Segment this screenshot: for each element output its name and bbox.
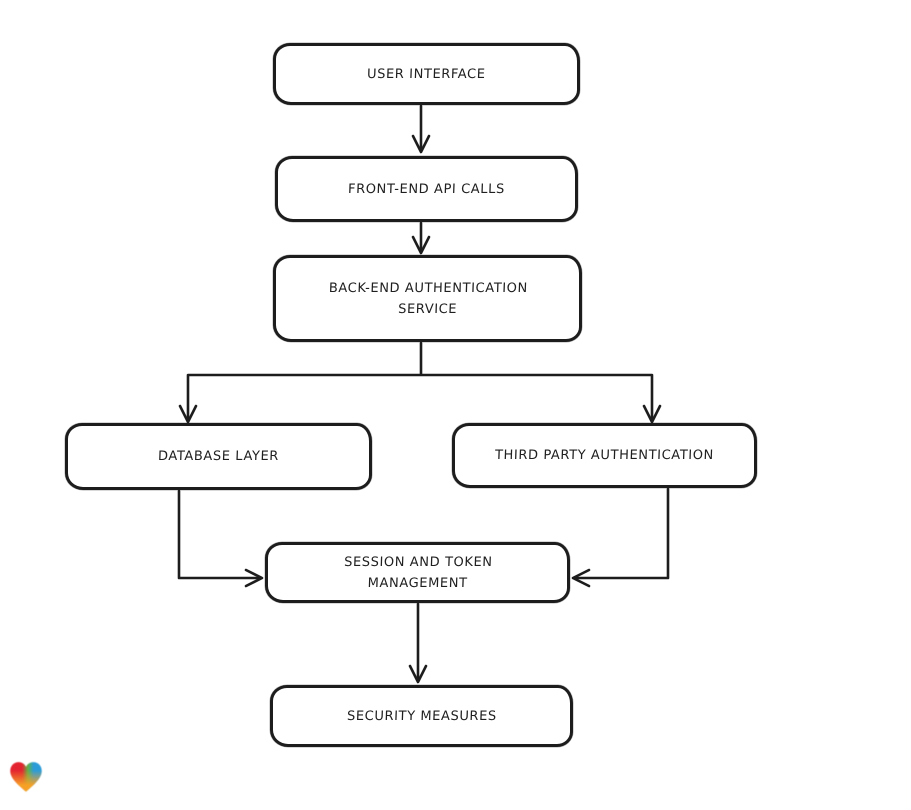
edge-front-end-to-back-end — [413, 223, 429, 253]
edge-session-to-security — [410, 604, 426, 682]
edge-third-party-to-session — [573, 489, 668, 586]
node-front-end-api-calls[interactable]: FRONT-END API CALLS — [275, 156, 578, 222]
node-label: SESSION AND TOKEN MANAGEMENT — [343, 554, 493, 591]
node-back-end-authentication-service[interactable]: BACK-END AUTHENTICATION SERVICE — [273, 255, 582, 342]
edge-user-interface-to-front-end — [413, 106, 429, 152]
gradient-heart-logo[interactable] — [8, 759, 44, 795]
edge-database-to-session — [179, 491, 262, 586]
node-session-and-token-management[interactable]: SESSION AND TOKEN MANAGEMENT — [265, 542, 570, 603]
node-label: DATABASE LAYER — [157, 449, 280, 464]
node-security-measures[interactable]: SECURITY MEASURES — [270, 685, 573, 747]
node-user-interface[interactable]: USER INTERFACE — [273, 43, 580, 105]
edge-back-end-branch — [180, 343, 660, 422]
node-label: USER INTERFACE — [366, 66, 487, 82]
node-label: THIRD PARTY AUTHENTICATION — [494, 448, 715, 463]
node-database-layer[interactable]: DATABASE LAYER — [65, 423, 372, 490]
node-label: FRONT-END API CALLS — [347, 181, 506, 197]
heart-icon — [10, 762, 42, 792]
node-label: BACK-END AUTHENTICATION SERVICE — [328, 280, 528, 317]
node-label: SECURITY MEASURES — [346, 708, 497, 724]
node-third-party-authentication[interactable]: THIRD PARTY AUTHENTICATION — [452, 423, 757, 488]
